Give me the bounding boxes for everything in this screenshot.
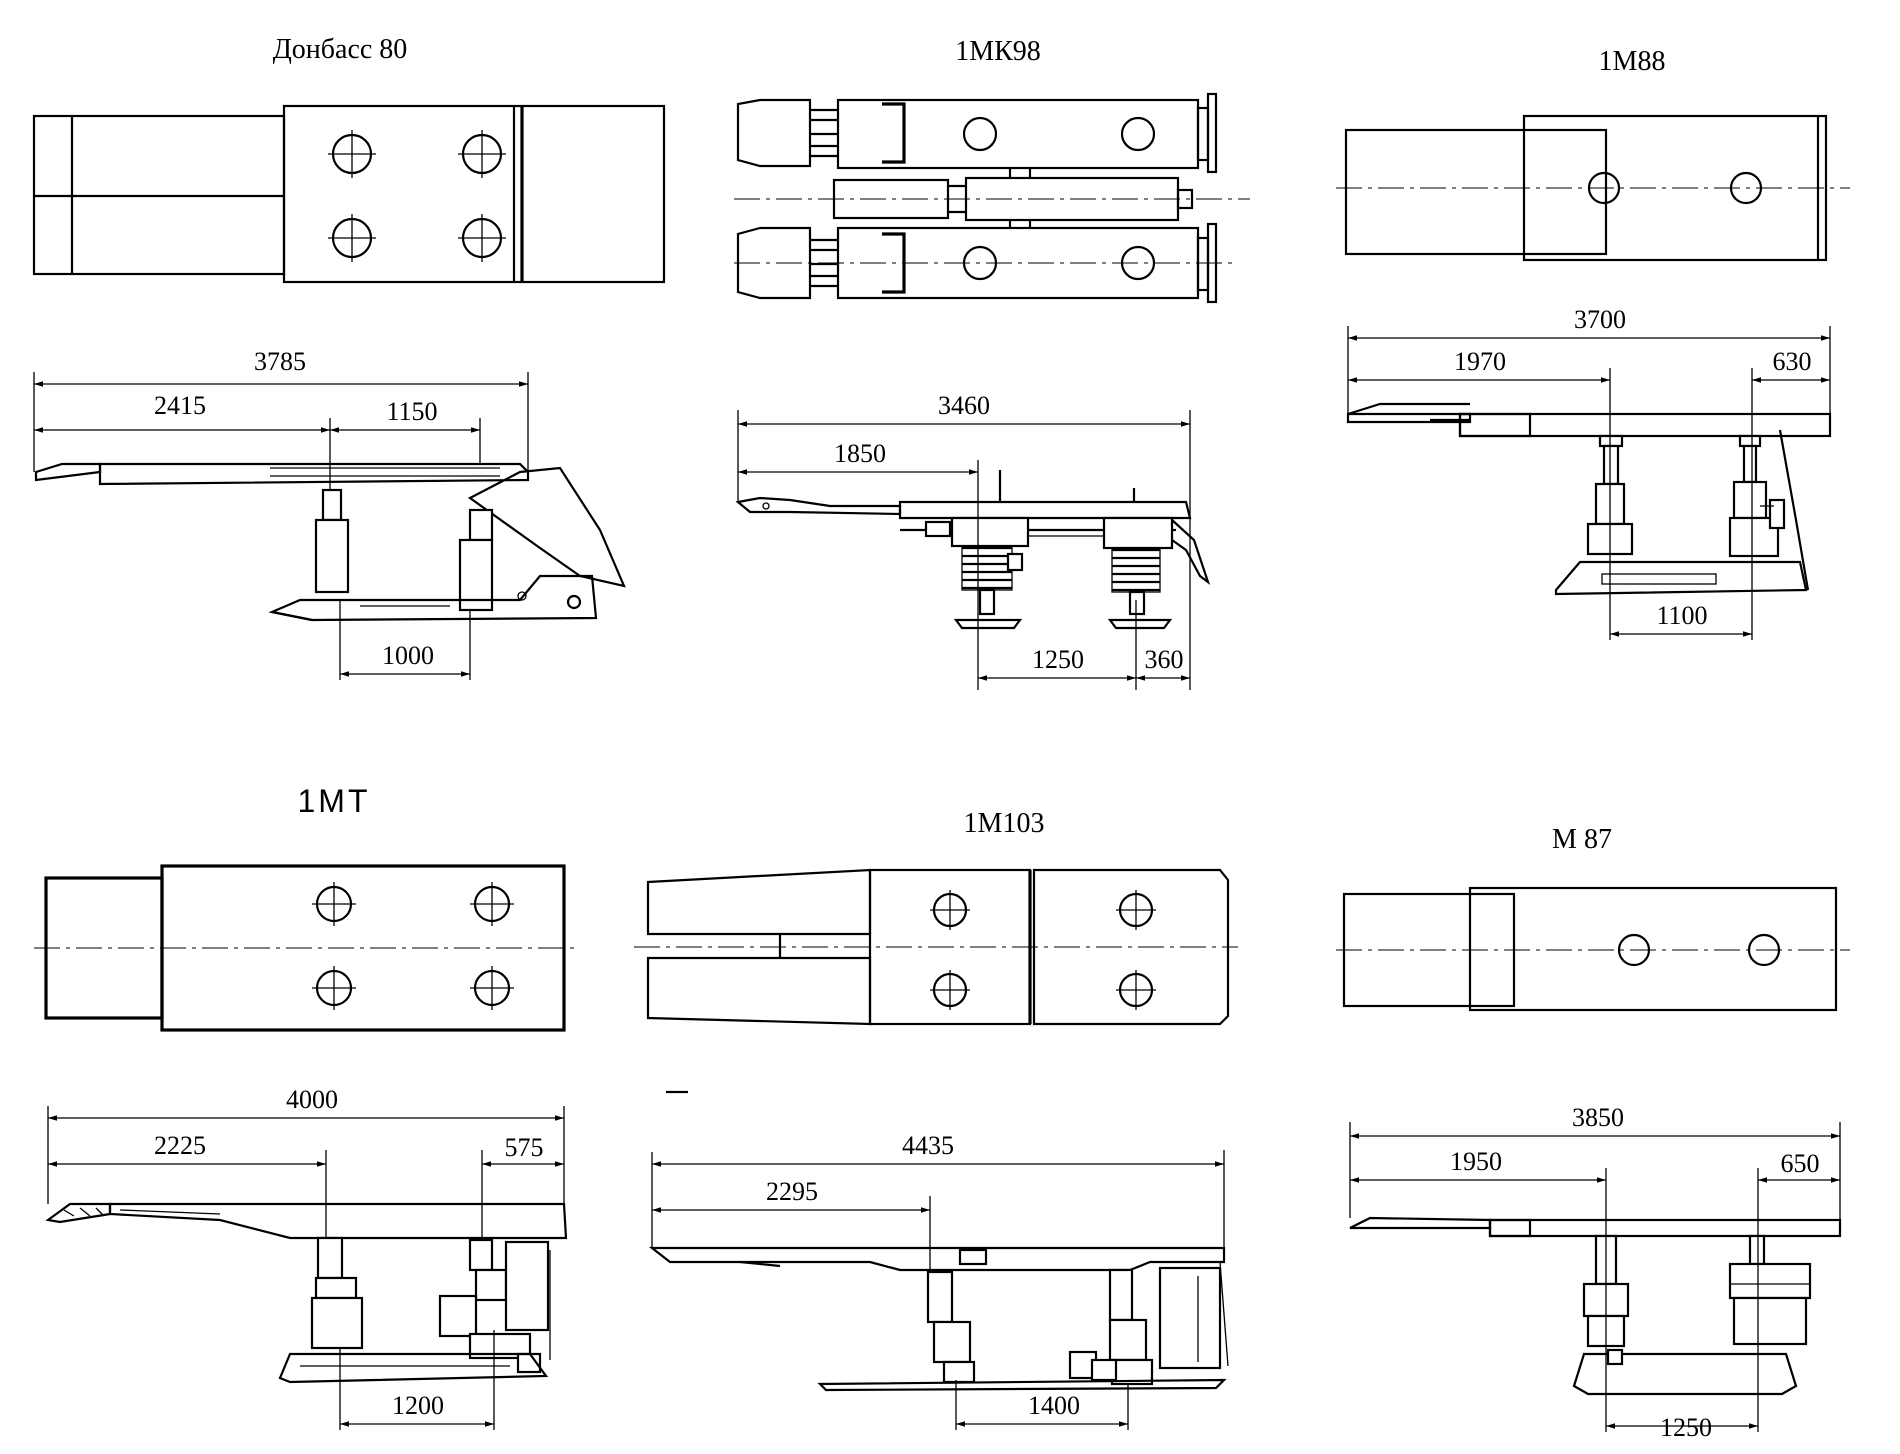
dim-base: 1250 <box>1660 1413 1712 1442</box>
panel-1mk98: 1МК98 <box>734 36 1250 690</box>
bolt-hole <box>930 970 970 1010</box>
side-view <box>1349 1216 1842 1396</box>
bolt-hole <box>328 130 376 178</box>
panel-title: 1МК98 <box>955 36 1041 67</box>
bolt-hole <box>312 966 356 1010</box>
plan-view <box>1336 886 1850 1012</box>
bolt-hole <box>328 214 376 262</box>
bolt-hole <box>470 882 514 926</box>
dim-overall: 3850 <box>1572 1103 1624 1132</box>
dim-overall: 3700 <box>1574 305 1626 334</box>
dimension-lines <box>651 1150 1225 1430</box>
panel-1m103: 1М103 4 <box>634 808 1238 1430</box>
panel-m87: М 87 3850 1950 650 1250 <box>1336 824 1850 1442</box>
plan-view <box>34 864 574 1032</box>
dim-base: 1400 <box>1028 1391 1080 1420</box>
side-view <box>648 1246 1229 1392</box>
dimension-lines <box>1349 1122 1841 1432</box>
dim-right: 575 <box>505 1133 544 1162</box>
dim-end: 360 <box>1145 645 1184 674</box>
panel-title: М 87 <box>1552 824 1612 855</box>
dim-left: 1950 <box>1450 1147 1502 1176</box>
plan-view <box>734 92 1250 304</box>
bolt-hole <box>312 882 356 926</box>
dim-overall: 4000 <box>286 1085 338 1114</box>
side-view <box>1346 402 1832 596</box>
panel-1m88: 1М88 3700 1970 6 <box>1336 46 1850 640</box>
bolt-hole <box>458 214 506 262</box>
bolt-hole <box>930 890 970 930</box>
panel-1mt: 1МТ 4000 2225 <box>34 783 574 1430</box>
panel-title: 1МТ <box>298 783 371 819</box>
dimension-lines <box>1347 326 1831 640</box>
panel-title: 1М88 <box>1599 46 1666 77</box>
dim-right: 630 <box>1773 347 1812 376</box>
dimension-lines <box>737 410 1191 690</box>
panel-donbass80: Донбасс 80 <box>32 34 666 680</box>
plan-view <box>634 868 1238 1026</box>
dim-overall: 4435 <box>902 1131 954 1160</box>
dim-base: 1100 <box>1656 601 1707 630</box>
bolt-hole <box>458 130 506 178</box>
dim-overall: 3785 <box>254 347 306 376</box>
dim-base: 1200 <box>392 1391 444 1420</box>
dim-left: 2295 <box>766 1177 818 1206</box>
bolt-hole <box>470 966 514 1010</box>
side-view <box>45 1202 568 1384</box>
dimension-lines <box>33 372 529 680</box>
dimension-lines <box>47 1106 565 1430</box>
dim-left: 1850 <box>834 439 886 468</box>
dim-overall: 3460 <box>938 391 990 420</box>
panel-title: Донбасс 80 <box>273 34 408 65</box>
plan-view <box>1336 114 1850 262</box>
dim-left: 1970 <box>1454 347 1506 376</box>
bolt-hole <box>1116 890 1156 930</box>
panel-title: 1М103 <box>964 808 1045 839</box>
dim-left: 2415 <box>154 391 206 420</box>
dim-base: 1000 <box>382 641 434 670</box>
side-view <box>735 470 1211 630</box>
dim-right: 650 <box>1781 1149 1820 1178</box>
bolt-hole <box>1116 970 1156 1010</box>
dim-base: 1250 <box>1032 645 1084 674</box>
dim-right: 1150 <box>386 397 437 426</box>
dim-left: 2225 <box>154 1131 206 1160</box>
plan-view <box>32 104 666 284</box>
